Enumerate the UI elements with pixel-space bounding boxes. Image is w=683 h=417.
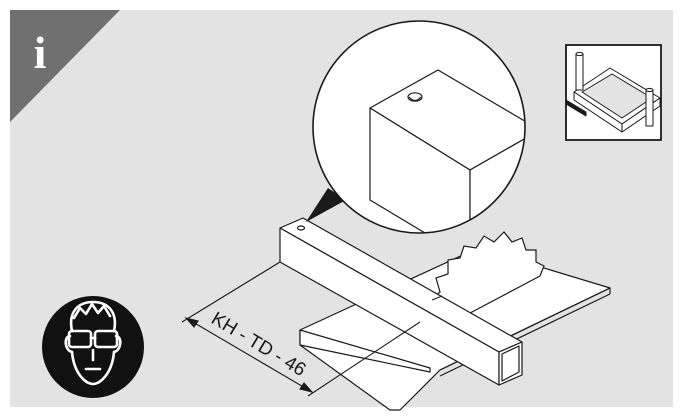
magnifier-pointer: [306, 188, 346, 222]
dimension-line: [181, 261, 421, 397]
inset-thumbnail: [565, 44, 662, 141]
square-bar: [279, 217, 523, 386]
info-icon: i: [34, 27, 47, 78]
safety-goggles-icon: [64, 300, 122, 386]
saw-blade: [428, 231, 545, 330]
info-badge: i: [10, 10, 120, 122]
cut-line: [431, 295, 443, 301]
safety-sign: [42, 296, 144, 398]
assembled-frame-thumbnail-icon: [565, 51, 661, 133]
